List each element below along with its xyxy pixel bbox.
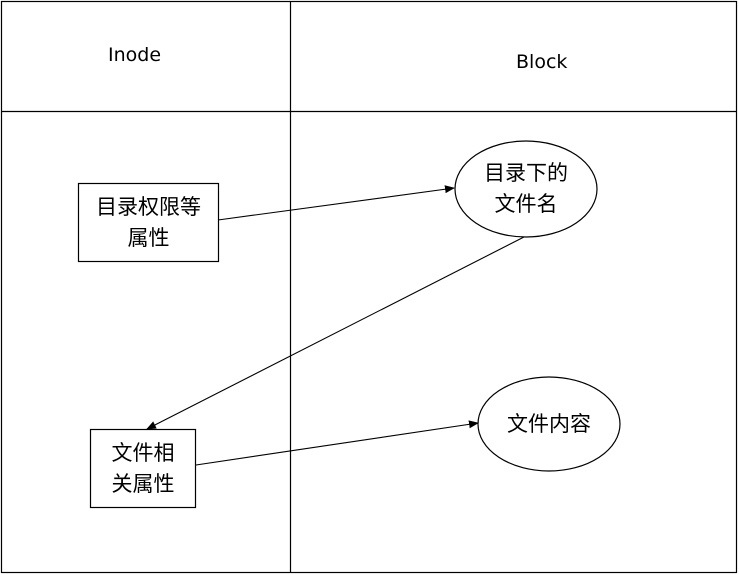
- dir-files-node: 目录下的 文件名: [455, 141, 597, 237]
- dir-attr-box: [77, 182, 220, 263]
- arrow-dir-attr-to-dir-files: [217, 185, 455, 221]
- header-block: Block: [516, 51, 568, 73]
- dir-files-label-line2: 文件名: [494, 192, 558, 216]
- file-attr-node: 文件相 关属性: [90, 429, 196, 508]
- dir-attr-label-line2: 属性: [127, 225, 170, 250]
- arrow-dir-files-to-file-attr: [146, 236, 525, 430]
- file-content-label: 文件内容: [507, 411, 591, 436]
- file-attr-label-line1: 文件相: [111, 440, 175, 465]
- file-content-node: 文件内容: [478, 377, 620, 471]
- file-attr-label-line2: 关属性: [111, 471, 175, 496]
- dir-files-ellipse: [454, 140, 598, 238]
- dir-files-label-line1: 目录下的: [484, 161, 568, 185]
- header-inode: Inode: [108, 44, 162, 66]
- dir-attr-label-line1: 目录权限等: [96, 194, 201, 219]
- arrow-file-attr-to-file-content: [195, 420, 479, 466]
- file-attr-box: [89, 428, 197, 509]
- dir-attr-node: 目录权限等 属性: [78, 183, 219, 262]
